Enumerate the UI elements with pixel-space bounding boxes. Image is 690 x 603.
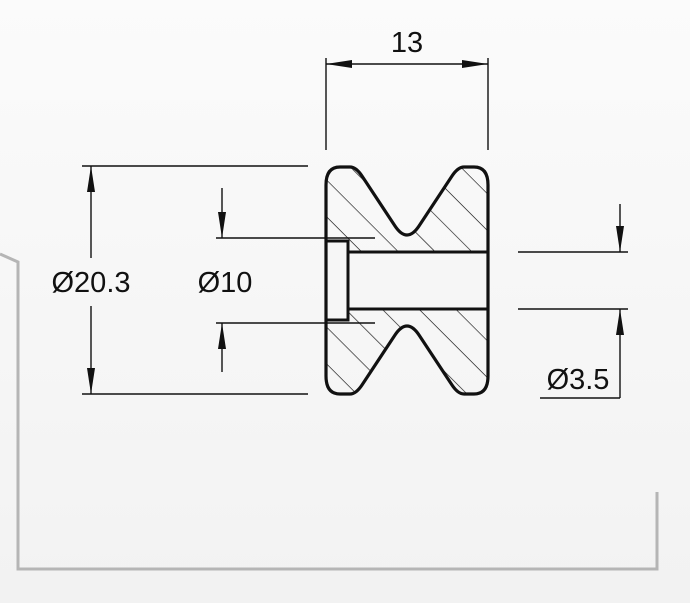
- dimension-shoulder-diameter-label: Ø10: [198, 267, 253, 299]
- dimension-width: 13: [325, 27, 489, 150]
- dimension-bore-diameter: Ø3.5: [518, 204, 628, 399]
- dimension-shoulder-diameter: Ø10: [198, 188, 375, 372]
- dimension-outer-diameter: Ø20.3: [52, 165, 308, 395]
- pulley-outline: [324, 165, 490, 396]
- dimension-width-label: 13: [391, 27, 423, 59]
- counterbore-outline: [324, 239, 350, 322]
- hatched-section: [326, 167, 488, 394]
- sheet-border: [0, 252, 659, 571]
- dimension-bore-diameter-label: Ø3.5: [547, 364, 610, 396]
- dimension-outer-diameter-label: Ø20.3: [52, 267, 131, 299]
